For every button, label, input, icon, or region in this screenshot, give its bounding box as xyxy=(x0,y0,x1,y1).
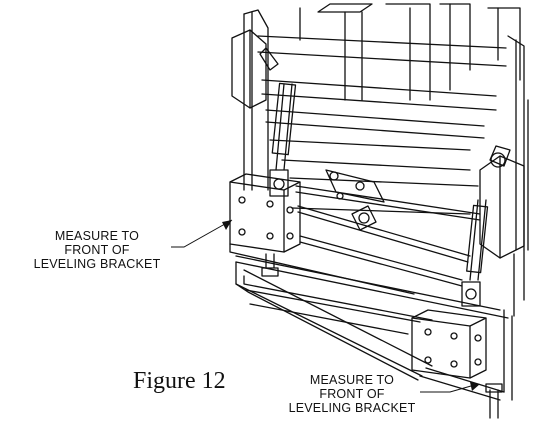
callout-bottom-line-3: LEVELING BRACKET xyxy=(288,401,416,415)
callout-left-line-1: MEASURE TO xyxy=(54,229,140,243)
bottom-callout-leader xyxy=(420,383,479,393)
callout-left-line-3: LEVELING BRACKET xyxy=(33,257,161,271)
callout-left-line-2: FRONT OF xyxy=(64,243,130,257)
callout-bottom-line-2: FRONT OF xyxy=(319,387,385,401)
right-leveling-bracket xyxy=(411,309,503,419)
left-callout-arrowhead xyxy=(222,220,232,230)
callout-bottom-line-1: MEASURE TO xyxy=(309,373,395,387)
left-turnbuckle xyxy=(259,47,297,197)
upper-frame xyxy=(231,3,529,259)
left-callout-leader xyxy=(171,219,233,248)
left-leveling-bracket xyxy=(229,173,301,277)
cross-rods xyxy=(295,185,481,287)
callout-bottom: MEASURE TO FRONT OF LEVELING BRACKET xyxy=(282,373,422,415)
base-rails xyxy=(229,243,525,401)
callout-left: MEASURE TO FRONT OF LEVELING BRACKET xyxy=(24,229,170,271)
bottom-callout-arrowhead xyxy=(470,382,480,391)
figure-caption: Figure 12 xyxy=(133,368,226,394)
center-plate xyxy=(325,169,385,231)
